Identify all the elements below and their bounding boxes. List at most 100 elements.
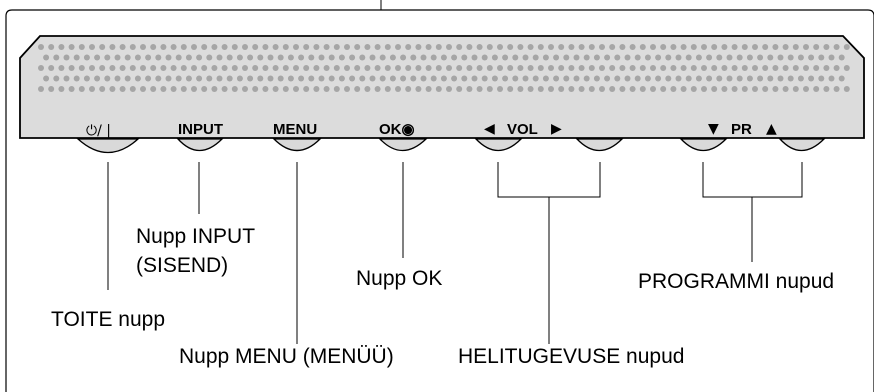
speaker-grille-dot: [695, 75, 702, 82]
speaker-grille-dot: [277, 75, 284, 82]
speaker-grille-dot: [405, 86, 412, 92]
speaker-grille-dot: [196, 75, 203, 82]
speaker-grille-dot: [512, 54, 519, 61]
speaker-grille-dot: [287, 75, 294, 82]
speaker-grille-dot: [517, 44, 524, 50]
speaker-grille-dot: [701, 44, 707, 50]
speaker-grille-dot: [338, 75, 345, 82]
speaker-grille-dot: [813, 86, 820, 92]
speaker-grille-dot: [308, 75, 315, 82]
speaker-grille-dot: [818, 75, 825, 82]
speaker-grille-dot: [777, 54, 784, 61]
input-button[interactable]: [176, 138, 224, 152]
pr-down-arrow-icon: ▼: [708, 121, 719, 137]
menu-button[interactable]: [272, 138, 322, 152]
speaker-grille-dot: [282, 86, 289, 92]
speaker-grille-dot: [537, 65, 544, 71]
speaker-grille-dot: [502, 54, 509, 61]
speaker-grille-dot: [63, 75, 70, 82]
speaker-grille-dot: [752, 65, 758, 71]
speaker-grille-dot: [191, 65, 197, 71]
speaker-grille-dot: [792, 65, 799, 71]
speaker-grille-dot: [109, 65, 116, 71]
vol-panel-label: VOL: [507, 121, 538, 138]
speaker-grille-dot: [400, 54, 407, 61]
speaker-grille-dot: [486, 44, 493, 50]
speaker-grille-dot: [542, 54, 549, 61]
speaker-grille-dot: [456, 65, 463, 71]
speaker-grille-dot: [517, 86, 524, 92]
speaker-grille-dot: [201, 86, 208, 92]
speaker-grille-dot: [568, 65, 575, 71]
speaker-grille-dot: [129, 65, 136, 71]
speaker-grille-dot: [211, 65, 218, 71]
speaker-grille-dot: [374, 44, 381, 50]
speaker-grille-dot: [685, 54, 692, 61]
power-button[interactable]: [76, 138, 140, 153]
speaker-grille-dot: [344, 65, 350, 71]
speaker-grille-dot: [328, 54, 335, 61]
speaker-grille-dot: [78, 86, 85, 92]
speaker-grille-dot: [803, 86, 809, 92]
speaker-grille-dot: [226, 75, 233, 82]
speaker-grille-dot: [757, 75, 764, 82]
speaker-grille-dot: [236, 75, 243, 82]
speaker-grille-dot: [711, 86, 718, 92]
speaker-grille-dot: [247, 54, 254, 61]
ok-button[interactable]: [378, 138, 428, 152]
programme-down-button[interactable]: [679, 138, 728, 152]
speaker-grille-dot: [287, 54, 294, 61]
speaker-grille-dot: [83, 75, 90, 82]
speaker-grille-dot: [89, 86, 95, 92]
speaker-grille-dot: [843, 44, 850, 50]
speaker-grille-dot: [619, 86, 626, 92]
speaker-grille-dot: [308, 54, 315, 61]
speaker-grille-dot: [578, 65, 585, 71]
volume-up-button[interactable]: [575, 138, 624, 152]
volume-down-button[interactable]: [474, 138, 523, 152]
speaker-grille-dot: [191, 44, 197, 50]
speaker-grille-dot: [752, 44, 758, 50]
speaker-grille-dot: [675, 75, 682, 82]
speaker-grille-dot: [119, 86, 126, 92]
power-callout: TOITE nupp: [51, 308, 165, 331]
speaker-grille-dot: [395, 44, 401, 50]
speaker-grille-dot: [558, 65, 565, 71]
speaker-grille-dot: [491, 75, 498, 82]
programme-up-button[interactable]: [778, 138, 826, 152]
panel-buttons: [76, 138, 826, 153]
speaker-grille-dot: [772, 86, 779, 92]
speaker-grille-dot: [359, 54, 366, 61]
speaker-grille-dot: [68, 44, 75, 50]
speaker-grille-dot: [58, 86, 65, 92]
speaker-grille-dot: [140, 44, 146, 50]
speaker-grille-dot: [313, 44, 320, 50]
speaker-grille-dot: [446, 44, 452, 50]
speaker-grille-dot: [38, 65, 44, 71]
speaker-grille-dot: [185, 75, 192, 82]
speaker-grille-dot: [721, 86, 728, 92]
speaker-grille-dot: [440, 75, 447, 82]
speaker-grille-dot: [609, 65, 616, 71]
speaker-grille-dot: [491, 54, 498, 61]
speaker-grille-dot: [99, 86, 106, 92]
speaker-grille-dot: [593, 75, 600, 82]
speaker-grille-dot: [456, 44, 463, 50]
speaker-grille-dot: [180, 86, 187, 92]
speaker-grille-dot: [430, 54, 437, 61]
speaker-grille-dot: [838, 54, 845, 61]
speaker-grille-dot: [599, 65, 605, 71]
speaker-grille-dot: [48, 44, 55, 50]
speaker-grille-dot: [216, 75, 223, 82]
speaker-grille-dot: [731, 86, 738, 92]
speaker-grille-dot: [486, 86, 493, 92]
speaker-grille-dot: [507, 65, 514, 71]
speaker-grille-dot: [736, 75, 743, 82]
speaker-grille-dot: [731, 65, 738, 71]
speaker-grille-dot: [461, 54, 468, 61]
speaker-grille-dot: [252, 86, 259, 92]
speaker-grille-dot: [333, 44, 340, 50]
speaker-grille-dot: [650, 65, 656, 71]
speaker-grille-dot: [216, 54, 223, 61]
speaker-grille-dot: [109, 44, 116, 50]
